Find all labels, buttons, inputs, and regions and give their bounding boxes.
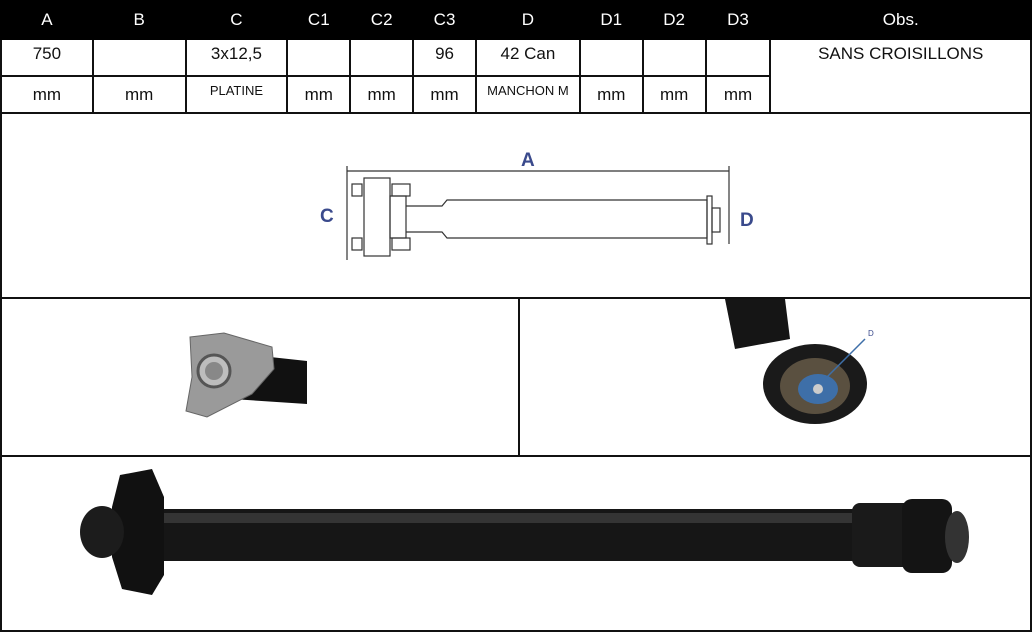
header-row: A B C C1 C2 C3 D D1 D2 D3 Obs.: [0, 0, 1032, 40]
header-a: A: [0, 0, 94, 40]
unit-b: mm: [91, 75, 187, 114]
unit-c3: mm: [412, 75, 477, 114]
unit-a: mm: [0, 75, 94, 114]
header-c3: C3: [412, 0, 477, 40]
unit-c: PLATINE: [184, 75, 289, 114]
unit-d2: mm: [641, 75, 707, 114]
photo-full-shaft-panel: [0, 455, 1032, 632]
unit-d1: mm: [578, 75, 644, 114]
units-row: mm mm PLATINE mm mm mm MANCHON M mm mm m…: [0, 75, 1031, 114]
spec-table: A B C C1 C2 C3 D D1 D2 D3 Obs. 750 3x12,…: [0, 0, 1032, 114]
value-d1: [578, 38, 644, 77]
value-d2: [641, 38, 707, 77]
drawing-label-a: A: [521, 150, 535, 171]
unit-c1: mm: [286, 75, 352, 114]
obs-value: SANS CROISILLONS: [769, 38, 1032, 114]
photo-flange-panel: [0, 297, 520, 457]
value-d: 42 Can: [474, 38, 581, 77]
values-row: 750 3x12,5 96 42 Can SANS CROISILLONS: [0, 38, 1032, 114]
header-c: C: [184, 0, 289, 40]
unit-d3: mm: [704, 75, 772, 114]
photo-end-panel: D: [518, 297, 1032, 457]
header-d: D: [474, 0, 581, 40]
unit-c2: mm: [349, 75, 415, 114]
drawing-label-d: D: [740, 210, 754, 231]
flange-photo: [185, 332, 307, 418]
end-spline-photo: [725, 299, 867, 424]
shaft-drawing: [346, 166, 730, 260]
unit-d: MANCHON M: [474, 75, 581, 114]
technical-drawing-panel: A C D: [0, 112, 1032, 299]
value-c1: [286, 38, 352, 77]
full-shaft-photo: [80, 469, 969, 595]
value-a: 750: [0, 38, 94, 77]
header-c2: C2: [349, 0, 415, 40]
header-d2: D2: [641, 0, 707, 40]
header-b: B: [91, 0, 187, 40]
value-c3: 96: [412, 38, 477, 77]
value-c2: [349, 38, 415, 77]
value-c: 3x12,5: [184, 38, 289, 77]
header-c1: C1: [286, 0, 352, 40]
value-b: [91, 38, 187, 77]
header-d1: D1: [578, 0, 644, 40]
header-d3: D3: [704, 0, 772, 40]
photo-label-d: D: [868, 329, 874, 338]
drawing-label-c: C: [320, 206, 334, 227]
header-obs: Obs.: [769, 0, 1032, 40]
value-d3: [704, 38, 772, 77]
